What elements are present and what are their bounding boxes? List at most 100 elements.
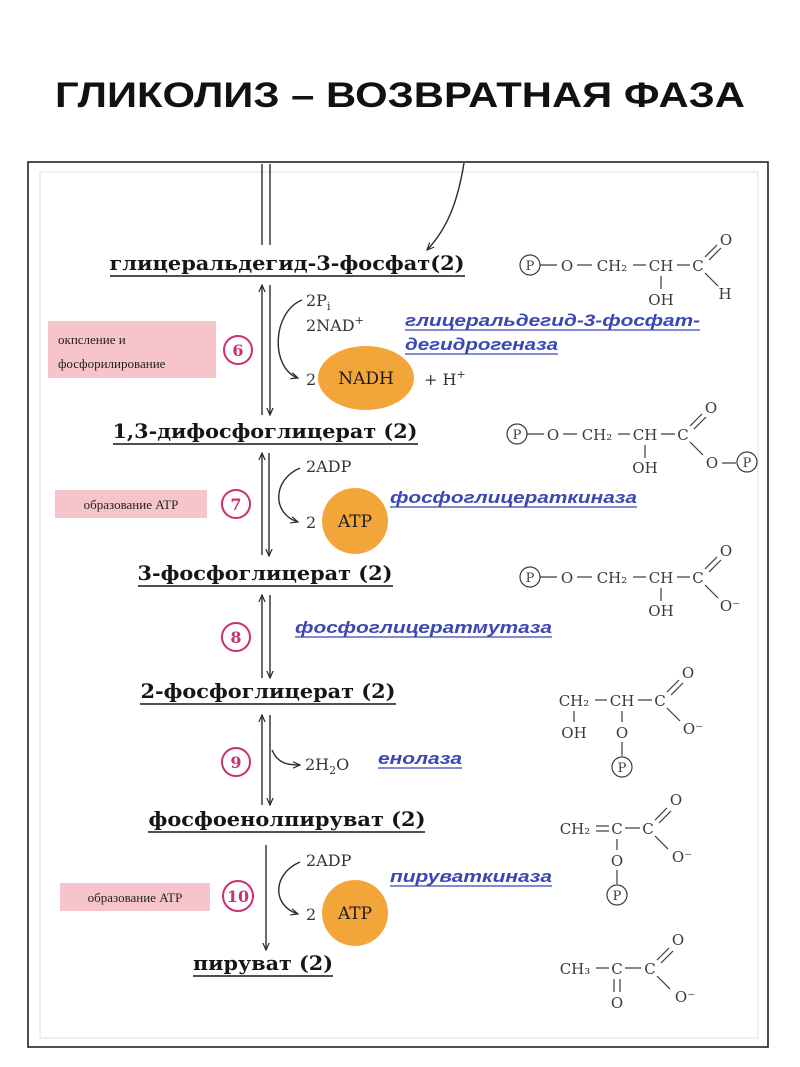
bond [689,441,704,456]
atom: P [513,428,522,443]
atom: O [720,231,732,249]
atom: CH₂ [559,692,590,710]
step9-output-water-main: 2H [305,755,329,774]
atom: C [644,960,655,978]
metabolite-1-3-bisphosphoglycerate: 1,3-дифосфоглицерат (2) [113,419,418,443]
step6-output-proton-main: + H [424,370,456,389]
metabolite-pyruvate: пируват (2) [193,951,333,975]
step6-output-proton: + H+ [424,368,466,389]
atom: P [618,761,627,776]
step7-label: образование ATP [84,497,179,512]
atom: O⁻ [672,848,692,866]
atom: CH₂ [560,820,591,838]
atom: O⁻ [683,720,703,738]
bond [656,947,670,961]
atom: O [611,852,623,870]
step10-number-circle [222,880,254,912]
atom: OH [648,602,673,620]
atom: O [611,994,623,1012]
atom: CH [610,692,635,710]
atom: P [743,456,752,471]
step6-enzyme-line1: глицеральдегид-3-фосфат- [405,311,700,330]
atom: P [613,889,622,904]
page-title: ГЛИКОЛИЗ – ВОЗВРАТНАЯ ФАЗА [55,76,745,115]
bond [689,413,703,427]
phosphate-circle [611,756,633,778]
step6-nadh-ellipse [318,346,414,410]
atom: C [692,569,703,587]
step10-enzyme: пируваткиназа [390,867,552,886]
step7-input-adp: 2ADP [306,457,352,476]
step9-output-water-tail: O [336,755,349,774]
atom: O [720,542,732,560]
atom: O [561,569,573,587]
atom: OH [561,724,586,742]
step7-output-coefficient: 2 [306,513,316,532]
bond [708,247,722,261]
atom: C [611,820,622,838]
bond [654,835,669,850]
step10-output-atp: ATP [337,904,372,924]
step8-enzyme: фосфоглицератмутаза [295,618,552,637]
atom: C [677,426,688,444]
bond [704,556,718,570]
atom: P [526,259,535,274]
structure-2-phosphoglycerate: CH₂ CH C O O⁻ OH O P [559,664,703,778]
atom: C [654,692,665,710]
step7-atp-circle [322,488,388,554]
diagram-frame [27,161,769,1048]
structure-1-3-bisphosphoglycerate: P O CH₂ CH C O O P OH [506,399,758,477]
step8-number-circle [221,622,251,652]
atom: CH [633,426,658,444]
bond [656,975,671,990]
atom: OH [648,291,673,309]
metabolite-3-phosphoglycerate: 3-фосфоглицерат (2) [138,561,393,585]
step10-input-adp: 2ADP [306,851,352,870]
step6-input-nad-main: 2NAD [306,316,355,335]
atom: CH₃ [560,960,591,978]
atom: C [692,257,703,275]
atom: O [706,454,718,472]
step9-number-circle [221,747,251,777]
step6-enzyme-line2: дегидрогеназа [405,335,558,354]
step6-output-proton-sup: + [456,368,465,381]
step9-output-water-sub: 2 [329,764,336,777]
structure-pyruvate: CH₃ C C O O⁻ O [560,931,695,1012]
step9-curved-arrow [271,749,300,765]
bond [666,707,681,722]
atom: CH [649,569,674,587]
diagram-inner-frame [39,171,759,1039]
step6-input-nad: 2NAD+ [306,314,364,335]
step6-input-nad-sup: + [355,314,364,327]
step6-number-circle [223,335,253,365]
incoming-curved-arrow [427,162,465,250]
step9-output-water: 2H2O [305,755,349,777]
atom: O [670,791,682,809]
step6-input-phosphate: 2Pi [306,291,331,313]
atom: P [526,571,535,586]
step7-enzyme: фосфоглицераткиназа [390,488,637,507]
step10-label-box [60,883,210,911]
step7-curved-arrow [278,467,301,522]
atom: O [561,257,573,275]
metabolite-2-phosphoglycerate: 2-фосфоглицерат (2) [141,679,396,703]
atom: O [547,426,559,444]
step7-number-circle [221,489,251,519]
step10-output-coefficient: 2 [306,905,316,924]
step6-output-nadh: NADH [338,369,394,389]
bond [666,679,680,693]
bond [693,416,707,430]
step9-number: 9 [230,753,241,772]
phosphate-circle [606,884,628,906]
bond [704,584,719,599]
step6-label-line2: фосфорилирование [58,356,166,371]
step10-number: 10 [227,887,249,906]
bond [704,244,718,258]
step6-number: 6 [232,341,243,360]
atom: CH [649,257,674,275]
atom: O [682,664,694,682]
step9-enzyme: енолаза [378,749,462,768]
structure-3-phosphoglycerate: P O CH₂ CH C O O⁻ OH [519,542,740,620]
atom: C [642,820,653,838]
